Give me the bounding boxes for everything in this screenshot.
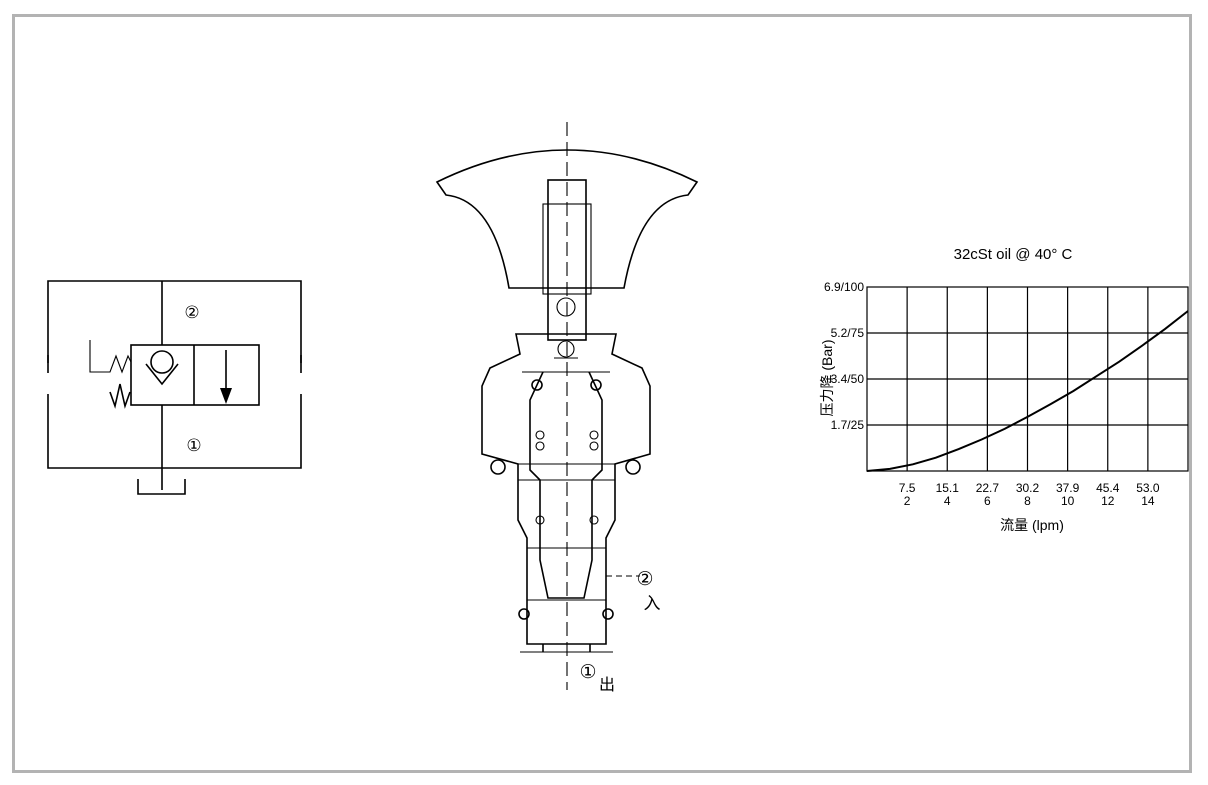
x-tick-label-gpm: 8 <box>1024 494 1031 508</box>
o-ring <box>602 608 614 620</box>
y-tick-label: 1.7/25 <box>831 418 865 432</box>
chart-grid <box>866 286 1189 472</box>
check-seat-icon <box>145 363 179 386</box>
y-tick-label: 6.9/100 <box>824 280 864 294</box>
check-ball-icon <box>150 350 174 374</box>
o-ring <box>518 608 530 620</box>
o-ring <box>590 379 602 391</box>
spring-icon <box>109 383 131 409</box>
x-tick-label-gpm: 12 <box>1101 494 1115 508</box>
flow-arrow-icon <box>220 388 232 404</box>
symbol-port-2-label: ② <box>184 303 199 322</box>
manual-actuator-icon <box>89 340 132 374</box>
chart-y-axis-label: 压力降 (Bar) <box>819 340 835 417</box>
port-1-label-out: 出 <box>599 676 615 694</box>
drain-tank-symbol <box>137 479 186 495</box>
x-tick-label-gpm: 6 <box>984 494 991 508</box>
pressure-drop-chart: 32cSt oil @ 40° C 压力降 (Bar) 流量 (lpm) 1.7… <box>819 246 1189 533</box>
valve-envelope <box>130 344 260 406</box>
chart-title: 32cSt oil @ 40° C <box>954 246 1073 263</box>
hand-knob <box>435 149 699 289</box>
ball-detent <box>557 340 575 358</box>
drawing-frame <box>12 14 1192 773</box>
series-line-pressure-drop <box>866 310 1189 472</box>
symbol-enclosure-top <box>47 280 302 373</box>
hydraulic-symbol: ② ① <box>47 280 302 495</box>
cartridge-section: ② 入 ① 出 <box>435 122 699 694</box>
x-tick-label-lpm: 7.5 <box>899 481 916 495</box>
x-tick-label-lpm: 45.4 <box>1096 481 1120 495</box>
symbol-enclosure-bottom <box>47 394 302 469</box>
x-tick-label-gpm: 2 <box>904 494 911 508</box>
x-tick-label-gpm: 14 <box>1141 494 1155 508</box>
o-ring <box>531 379 543 391</box>
y-tick-label: 3.4/50 <box>831 372 865 386</box>
x-tick-label-lpm: 53.0 <box>1136 481 1160 495</box>
valve-body <box>481 333 651 645</box>
chart-x-axis-label: 流量 (lpm) <box>1000 517 1064 533</box>
y-tick-label: 5.2/75 <box>831 326 865 340</box>
symbol-port-1-label: ① <box>186 436 201 455</box>
chart-y-ticks: 1.7/25 3.4/50 5.2/75 6.9/100 <box>824 280 864 432</box>
x-tick-label-lpm: 37.9 <box>1056 481 1080 495</box>
x-tick-label-lpm: 30.2 <box>1016 481 1040 495</box>
x-tick-label-lpm: 15.1 <box>936 481 960 495</box>
x-tick-label-lpm: 22.7 <box>976 481 1000 495</box>
port-1-number: ① <box>579 662 596 683</box>
poppet <box>529 371 603 599</box>
pin-hole <box>556 297 576 317</box>
o-ring <box>490 459 506 475</box>
o-ring <box>625 459 641 475</box>
x-tick-label-gpm: 10 <box>1061 494 1075 508</box>
port-2-label-in: 入 <box>644 594 661 613</box>
chart-x-ticks: 7.5 15.1 22.7 30.2 37.9 45.4 53.0 2 4 6 8 10 12 14 <box>899 481 1160 508</box>
x-tick-label-gpm: 4 <box>944 494 951 508</box>
port-2-number: ② <box>636 569 653 590</box>
